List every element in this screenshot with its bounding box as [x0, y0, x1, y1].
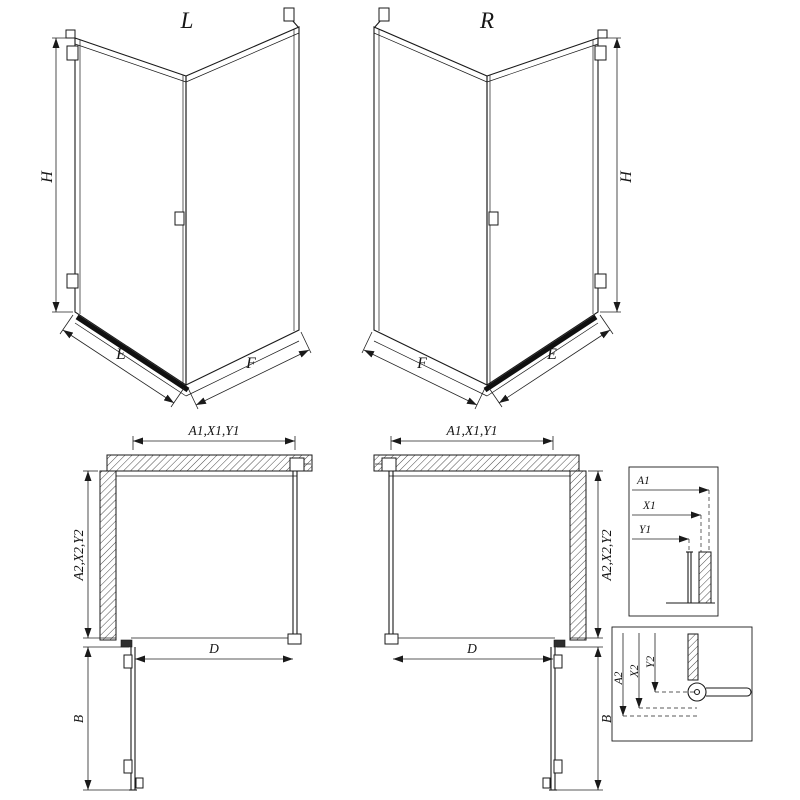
wall-bracket-icon: [283, 7, 295, 22]
variant-label-left: L: [180, 8, 194, 33]
wall-profile-section: [698, 551, 712, 604]
dim-label-e: E: [115, 346, 126, 363]
hinge-pivot-icon: [687, 682, 707, 702]
plan-view-right: A1,X1,Y1 A2,X2,Y2 B D: [373, 423, 614, 791]
open-door-plan: [542, 639, 566, 791]
dim-a1-right: A1,X1,Y1: [390, 423, 554, 450]
fixed-panel-plan: [287, 457, 311, 645]
door-pivot-profile: [120, 639, 133, 648]
wall-profile-icon: [289, 457, 305, 472]
door-pivot-profile: [553, 639, 566, 648]
dim-b-right: B: [557, 646, 614, 791]
dim-label-a2x2y2: A2,X2,Y2: [71, 529, 86, 581]
dim-label-e: E: [546, 346, 557, 363]
detail-label-x1: X1: [642, 500, 656, 512]
fixed-panel-plan: [375, 457, 399, 645]
detail-frame: [611, 626, 753, 742]
dim-door-width-left: E: [59, 314, 185, 408]
detail-label-a2: A2: [613, 671, 625, 685]
door-handle-icon: [488, 211, 499, 226]
support-foot-icon: [287, 633, 302, 645]
door-handle-icon: [542, 777, 551, 789]
hinge-top-icon: [66, 45, 79, 61]
dim-label-d: D: [466, 641, 477, 656]
hinge-icon: [123, 654, 133, 669]
dim-label-a1x1y1: A1,X1,Y1: [187, 423, 239, 438]
dim-a2-right: A2,X2,Y2: [570, 470, 614, 639]
view-3d-left: L H: [39, 7, 312, 410]
dim-d-left: D: [135, 641, 293, 663]
hinge-cross-section: [687, 633, 752, 702]
door-handle-icon: [135, 777, 144, 789]
wall-profile-icon: [381, 457, 397, 472]
glass-door-panel-right: [486, 37, 599, 387]
dim-b-left: B: [71, 646, 129, 791]
wall-bracket-icon: [378, 7, 390, 22]
glass-door-panel-left: [74, 37, 187, 387]
glass-side-panel-left: [185, 26, 300, 386]
profile-cross-section: [666, 551, 715, 604]
view-3d-right: R H: [361, 7, 635, 410]
detail-label-x2: X2: [629, 664, 641, 678]
glass-edge-cap: [746, 687, 752, 697]
dim-height-left: H: [39, 37, 73, 313]
wall-bracket-icon: [597, 29, 608, 39]
hinge-icon: [553, 759, 563, 774]
detail-label-a1: A1: [636, 475, 650, 487]
dim-label-a2x2y2: A2,X2,Y2: [599, 529, 614, 581]
hinge-bottom-icon: [66, 273, 79, 289]
dim-label-b: B: [71, 715, 86, 723]
dim-label-d: D: [208, 641, 219, 656]
detail-frame: [628, 466, 719, 617]
hinge-icon: [123, 759, 133, 774]
detail-hinge: A2 X2 Y2: [611, 626, 753, 742]
hinge-icon: [553, 654, 563, 669]
dim-label-h: H: [39, 170, 56, 184]
dim-label-f: F: [245, 355, 256, 372]
wall-left-hatched: [99, 470, 117, 641]
dim-door-width-right: E: [488, 314, 614, 408]
dim-side-width-left: F: [187, 331, 312, 410]
plan-view-left: A1,X1,Y1 A2,X2,Y2 B D: [71, 423, 313, 791]
dim-height-right: H: [600, 37, 635, 313]
wall-top-hatched: [373, 454, 580, 472]
door-handle-icon: [174, 211, 185, 226]
wall-profile-section: [687, 633, 699, 681]
detail-wall-profile: A1 X1 Y1: [628, 466, 719, 617]
hinge-top-icon: [594, 45, 607, 61]
dim-label-b: B: [599, 715, 614, 723]
glass-side-panel-right: [373, 26, 488, 386]
dim-label-h: H: [618, 170, 635, 184]
support-foot-icon: [384, 633, 399, 645]
dim-d-right: D: [393, 641, 553, 663]
detail-label-y2: Y2: [645, 656, 657, 668]
wall-bracket-icon: [65, 29, 76, 39]
dim-a1-left: A1,X1,Y1: [132, 423, 296, 450]
open-door-plan: [120, 639, 144, 791]
hinge-axis-icon: [693, 688, 701, 696]
wall-right-hatched: [569, 470, 587, 641]
dim-label-f: F: [416, 355, 427, 372]
detail-label-y1: Y1: [639, 524, 651, 536]
wall-top-hatched: [106, 454, 313, 472]
dim-a2-left: A2,X2,Y2: [71, 470, 116, 639]
dim-side-width-right: F: [361, 331, 486, 410]
dim-label-a1x1y1: A1,X1,Y1: [445, 423, 497, 438]
hinge-bottom-icon: [594, 273, 607, 289]
variant-label-right: R: [479, 8, 494, 33]
